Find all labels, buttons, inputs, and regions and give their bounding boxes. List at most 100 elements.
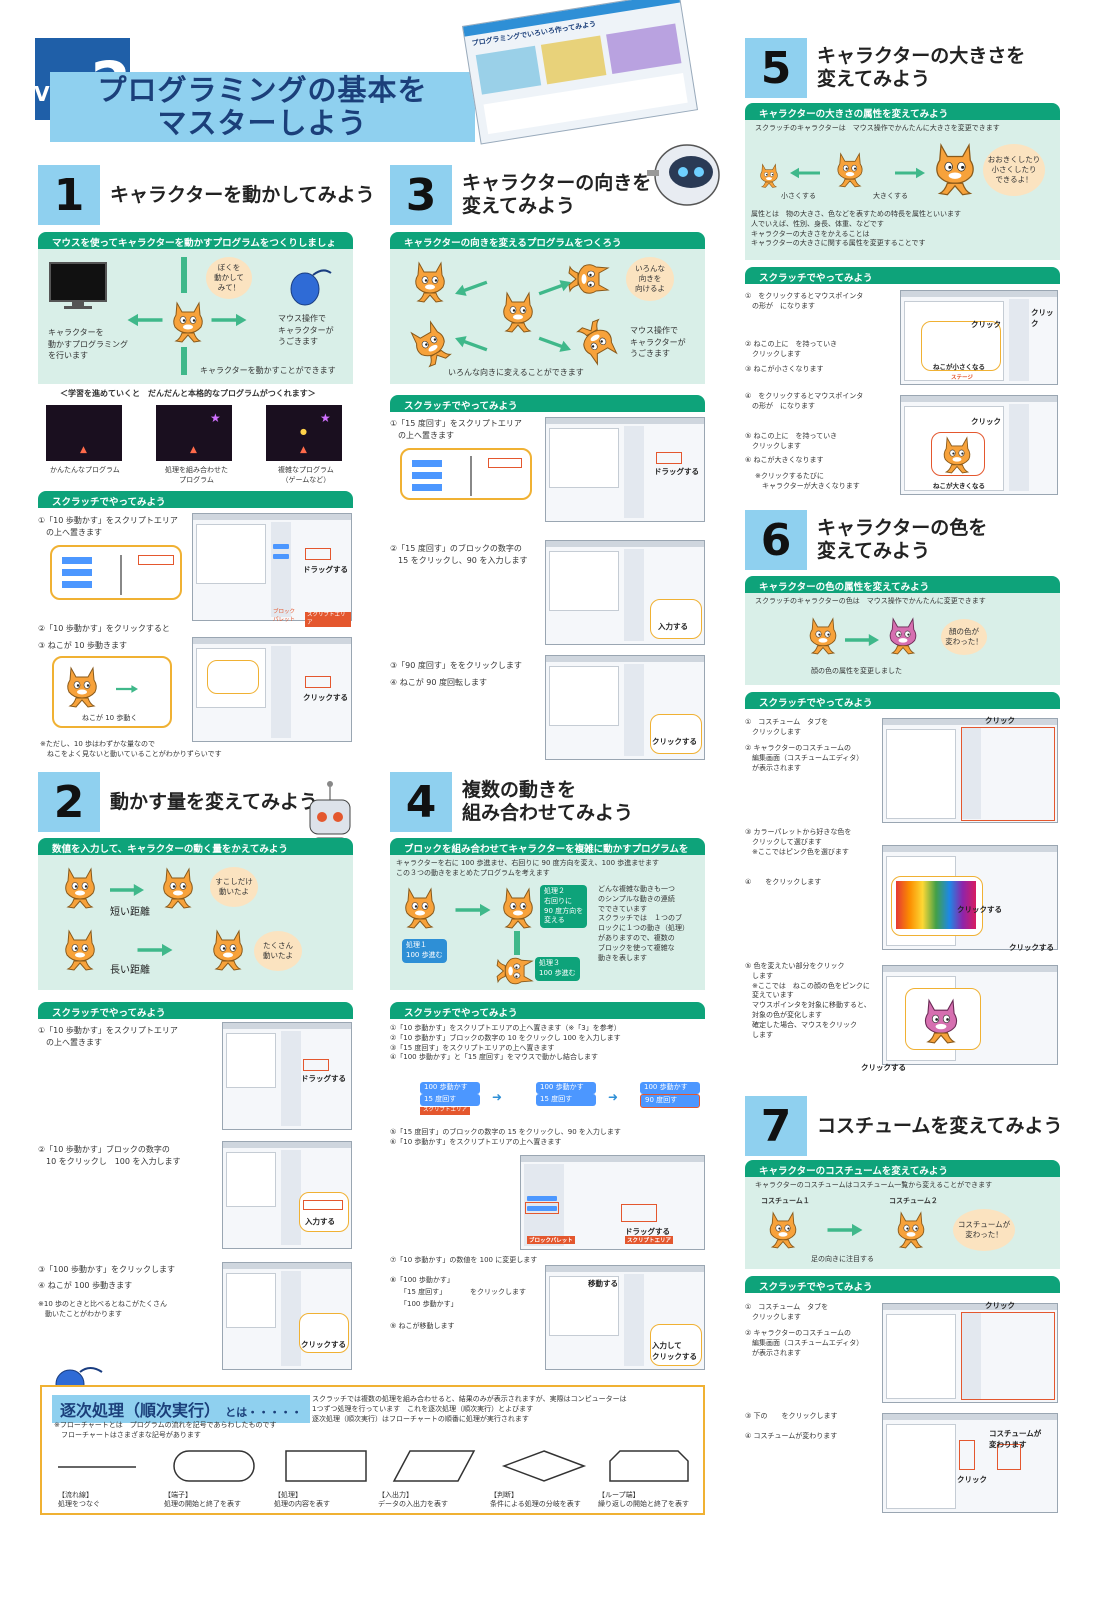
program-thumb-3: ★●▲ (266, 405, 342, 461)
s1-left-text: キャラクターを 動かすプログラミング を行います (48, 328, 128, 361)
block-move-100: 100 歩動かす (420, 1082, 480, 1094)
s7-step2: ② キャラクターのコスチュームの 編集画面（コスチュームエディタ） が表示されま… (745, 1329, 864, 1357)
scratch-screenshot: ドラッグする (222, 1022, 352, 1130)
arrow-right-icon (110, 943, 200, 957)
s5-step3: ③ ねこが小さくなります (745, 365, 824, 373)
robot-mascot-icon (645, 140, 723, 210)
cat-icon (498, 289, 538, 333)
shape-label-process: 【処理】処理の内容を表す (274, 1491, 330, 1509)
s4-explain: どんな複雑な動きも一つ のシンプルな動きの連続 でできています スクラッチでは … (598, 885, 689, 962)
palette-label: ブロック パレット (273, 609, 296, 623)
thumb-caption-2: 処理を組み合わせた プログラム (165, 466, 228, 484)
click-label: クリックする (652, 737, 697, 746)
s4-step7: ⑦「10 歩動かす」の数値を 100 に変更します (390, 1256, 538, 1264)
cat-icon (208, 927, 248, 971)
section-5-header: 5 キャラクターの大きさを 変えてみよう (745, 38, 1025, 98)
arrow-right-icon (845, 633, 879, 647)
scratch-screenshot: クリックする クリックする (882, 845, 1058, 952)
s2-note: ※10 歩のときと比べるとねこがたくさん 動いたことがわかります (38, 1300, 167, 1318)
program-thumb-1: ▲ (46, 405, 122, 461)
color-palette[interactable] (891, 876, 983, 936)
section-title-line2: 組み合わせてみよう (462, 802, 634, 824)
scratch-screenshot: クリックする (545, 655, 705, 760)
big-label: 大きくする (873, 192, 908, 200)
shape-label-io: 【入出力】データの入出力を表す (378, 1491, 448, 1509)
program-thumb-2: ★▲ (156, 405, 232, 461)
flowchart-note: ※フローチャートとは プログラムの流れを記号であらわしたものです フローチャート… (54, 1421, 277, 1439)
click-label: クリックする (303, 693, 348, 702)
s4-scratch-bar: スクラッチでやってみよう (390, 1002, 705, 1019)
s2-step2: ②「10 歩動かす」ブロックの数字の 10 をクリックし 100 を入力します (38, 1145, 181, 1166)
s2-scratch-bar: スクラッチでやってみよう (38, 1002, 353, 1019)
section-title: コスチュームを変えてみよう (817, 1114, 1063, 1137)
arrow-left-icon (790, 166, 820, 180)
arrow-icon (453, 332, 490, 357)
section-title: キャラクターを動かしてみよう (110, 183, 375, 206)
shape-label-flow: 【流れ線】処理をつなぐ (58, 1491, 100, 1509)
scratch-screenshot: ドラッグする ブロック パレット スクリプトエリア (192, 513, 352, 628)
s6-step4: ④ をクリックします (745, 878, 822, 886)
s4-step8c: 「100 歩動かす」 (400, 1300, 458, 1308)
block-turn-15: 15 度回す (536, 1094, 596, 1106)
s2-step4: ④ ねこが 100 歩動きます (38, 1281, 133, 1290)
input-label: 入力する (658, 622, 688, 631)
section-title-line1: キャラクターの向きを (462, 172, 652, 195)
page-title-line1: プログラミングの基本を (97, 72, 428, 107)
arrow-right-icon: ➜ (608, 1090, 619, 1104)
arrow-right-icon (448, 903, 498, 917)
input-click-label: 入力して クリックする (652, 1341, 697, 1361)
smaller-label: ねこが小さくなる (933, 363, 985, 371)
section-4-illustration: キャラクターを右に 100 歩進ませ、右回りに 90 度方向を変え、100 歩進… (390, 855, 705, 990)
section-4-header: 4 複数の動きを 組み合わせてみよう (390, 772, 633, 832)
scratch-screenshot: コスチュームが 変わります クリック (882, 1413, 1058, 1513)
script-area-label: スクリプトエリア (420, 1107, 471, 1115)
section-title: キャラクターの色を 変えてみよう (817, 517, 987, 563)
section-5-illustration: スクラッチのキャラクターは マウス操作でかんたんに大きさを変更できます 小さくす… (745, 120, 1060, 260)
s6-scratch-bar: スクラッチでやってみよう (745, 692, 1060, 709)
arrow-left-icon (126, 313, 164, 327)
section-6-illustration: スクラッチのキャラクターの色は マウス操作でかんたんに変更できます 顔の色が 変… (745, 593, 1060, 685)
arrow-up-icon (181, 257, 187, 293)
scratch-screenshot: 入力する (222, 1141, 352, 1249)
section-7-illustration: キャラクターのコスチュームはコスチューム一覧から変えることができます コスチュー… (745, 1177, 1060, 1269)
speech-bubble: たくさん 動いたよ (254, 931, 302, 971)
block-sequence: 100 歩動かす 15 度回す スクリプトエリア ➜ 100 歩動かす 15 度… (420, 1082, 700, 1122)
section-6-header: 6 キャラクターの色を 変えてみよう (745, 510, 987, 570)
website-screenshot-thumb: プログラミングでいろいろ作ってみよう (461, 0, 699, 145)
section-1-header: 1 キャラクターを動かしてみよう (38, 165, 375, 225)
drag-label: ドラッグする (303, 565, 348, 574)
click-label: クリックする (861, 1063, 906, 1072)
click-label: クリック (971, 320, 1001, 329)
section-title: 動かす量を変えてみよう (110, 790, 319, 813)
s5-step1: ① をクリックするとマウスポインタ の形が になります (745, 292, 864, 310)
cat-icon (168, 299, 208, 343)
section-title-line2: 変えてみよう (817, 68, 931, 90)
section-1-illustration: キャラクターを 動かすプログラミング を行います ぼくを 動かして みて！ マウ… (38, 249, 353, 384)
s6-step2: ② キャラクターのコスチュームの 編集画面（コスチュームエディタ） が表示されま… (745, 744, 864, 772)
monitor-icon (48, 261, 108, 311)
scratch-screenshot: クリック ねこが大きくなる (900, 395, 1058, 495)
s3-step4: ④ ねこが 90 度回転します (390, 678, 487, 687)
scratch-screenshot: 移動する 入力して クリックする (545, 1265, 705, 1370)
s4-steps: ①「10 歩動かす」をスクリプトエリアの上へ置きます（※「3」を参考） ②「10… (390, 1024, 621, 1062)
section-2-bar: 数値を入力して、キャラクターの動く量をかえてみよう (38, 838, 353, 855)
pink-cat-icon (885, 615, 921, 655)
s1-scratch-bar: スクラッチでやってみよう (38, 491, 353, 508)
click-label: クリック (957, 1475, 987, 1484)
click-label: クリック (985, 1301, 1015, 1310)
short-distance-label: 短い距離 (110, 907, 150, 918)
s4-step8b: 「15 度回す」 (400, 1288, 447, 1296)
thumb-caption-3: 複雑なプログラム （ゲームなど） (278, 466, 334, 484)
section-title-line1: キャラクターの大きさを (817, 45, 1026, 68)
section-7-bar: キャラクターのコスチュームを変えてみよう (745, 1160, 1060, 1177)
cat-icon (498, 885, 538, 929)
cat-icon (765, 1209, 801, 1249)
speech-bubble: おおきくしたり 小さくしたり できるよ！ (983, 144, 1045, 196)
proc2-label: 処理２ 右回りに 90 度方向を 変える (540, 885, 588, 929)
section-number: 7 (745, 1096, 807, 1156)
scratch-screenshot: ドラッグする (545, 417, 705, 522)
s1-step2: ②「10 歩動かす」をクリックすると (38, 624, 170, 633)
section-number: 6 (745, 510, 807, 570)
arrow-right-icon: ➜ (492, 1090, 503, 1104)
s4-step8a: ⑧「100 歩動かす」 (390, 1276, 454, 1284)
